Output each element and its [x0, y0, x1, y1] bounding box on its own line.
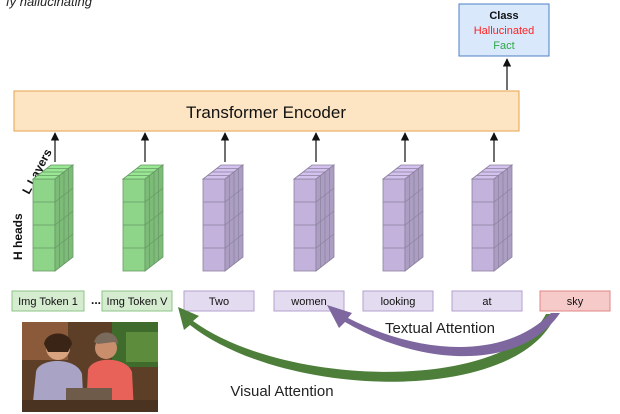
transformer-encoder: Transformer Encoder: [13, 90, 520, 132]
class-title: Class: [489, 10, 518, 22]
token-box-text: women: [273, 290, 345, 312]
token-box-image: Img Token V: [101, 290, 173, 312]
text-feature-cube: [201, 164, 245, 272]
token-label: women: [290, 296, 326, 308]
token-label: sky: [567, 296, 584, 308]
photo-two-women-icon: [22, 322, 158, 412]
token-label: looking: [381, 296, 416, 308]
class-output-box: Class Hallucinated Fact: [458, 3, 550, 57]
token-row: Img Token 1 Img Token V Two women looking at s…: [11, 290, 611, 312]
token-label: Two: [209, 296, 229, 308]
text-feature-cube: [470, 164, 514, 272]
token-box-text: looking: [362, 290, 434, 312]
attention-feature-cubes: [31, 132, 514, 272]
token-box-text: Two: [183, 290, 255, 312]
encoder-label: Transformer Encoder: [186, 103, 346, 122]
token-label: Img Token 1: [18, 296, 78, 308]
token-box-text: at: [451, 290, 523, 312]
heads-label: H heads: [11, 213, 25, 260]
image-feature-cube: [31, 164, 75, 272]
visual-attention-arrow: [178, 307, 556, 382]
textual-attention-arrow: [327, 305, 560, 357]
textual-attention-label: Textual Attention: [385, 320, 495, 337]
image-feature-cube: [121, 164, 165, 272]
input-photo: [22, 322, 158, 412]
class-hallucinated-label: Hallucinated: [474, 25, 535, 37]
token-label: at: [482, 296, 491, 308]
token-box-text: sky: [539, 290, 611, 312]
token-label: Img Token V: [107, 296, 169, 308]
visual-attention-label: Visual Attention: [230, 383, 333, 400]
text-feature-cube: [292, 164, 336, 272]
token-box-image: Img Token 1: [11, 290, 85, 312]
caption-fragment: fy hallucinating: [6, 0, 93, 9]
class-fact-label: Fact: [493, 40, 514, 52]
token-ellipsis: ...: [91, 293, 101, 307]
text-feature-cube: [381, 164, 425, 272]
